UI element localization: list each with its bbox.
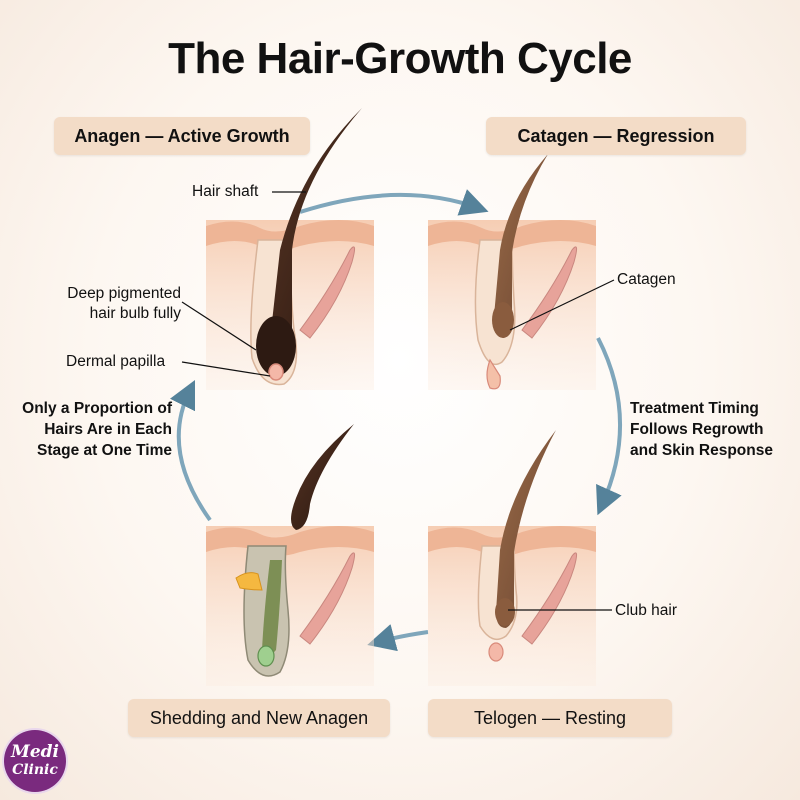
callout-hair-bulb-line2: hair bulb fully [89,305,181,322]
callout-catagen: Catagen [617,271,676,288]
telogen-panel [428,430,596,686]
cycle-arrow-right [596,337,622,516]
leader-papilla [181,361,271,377]
note-left-line: Only a Proportion of [22,400,172,417]
anagen-panel [206,108,374,390]
callout-hair-bulb: Deep pigmented hair bulb fully [28,284,181,324]
note-left-line: Stage at One Time [37,442,172,459]
catagen-hair [493,154,548,338]
anagen-hair [267,108,362,376]
shedding-panel [206,424,374,686]
cycle-arrow-top [299,189,489,216]
note-right-line: Follows Regrowth [630,421,764,438]
stage-label-catagen: Catagen — Regression [486,117,746,155]
note-right-line: and Skin Response [630,442,773,459]
stage-label-shedding: Shedding and New Anagen [128,699,390,737]
callout-dermal-papilla: Dermal papilla [66,353,166,370]
medi-clinic-logo: Medi Clinic [4,730,66,792]
callout-hair-shaft: Hair shaft [192,183,259,200]
catagen-panel [428,154,596,390]
stage-label-anagen: Anagen — Active Growth [54,117,310,155]
leader-catagen [509,279,615,331]
note-proportion: Only a Proportion of Hairs Are in Each S… [0,398,172,461]
note-left-line: Hairs Are in Each [44,421,172,438]
page-title: The Hair-Growth Cycle [168,34,632,83]
shedding-old-hair [291,424,354,530]
cycle-arrow-left [169,379,212,522]
logo-line1: Medi [11,742,59,762]
stage-label-telogen: Telogen — Resting [428,699,672,737]
telogen-hair [496,430,556,628]
cycle-arrow-bottom [367,624,429,652]
leader-bulb [181,301,257,351]
note-right-line: Treatment Timing [630,400,759,417]
callout-club-hair: Club hair [615,602,678,619]
note-treatment-timing: Treatment Timing Follows Regrowth and Sk… [630,398,800,461]
logo-line2: Clinic [12,762,58,778]
callout-hair-bulb-line1: Deep pigmented [67,285,181,302]
